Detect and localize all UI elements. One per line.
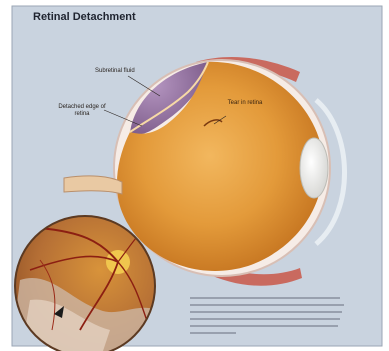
label-subretinal-fluid: Subretinal fluid [95, 68, 135, 75]
diagram-title: Retinal Detachment [33, 11, 136, 23]
lens [300, 138, 328, 198]
label-detached-edge: Detached edge of retina [58, 104, 106, 118]
label-tear: Tear in retina [225, 100, 265, 107]
